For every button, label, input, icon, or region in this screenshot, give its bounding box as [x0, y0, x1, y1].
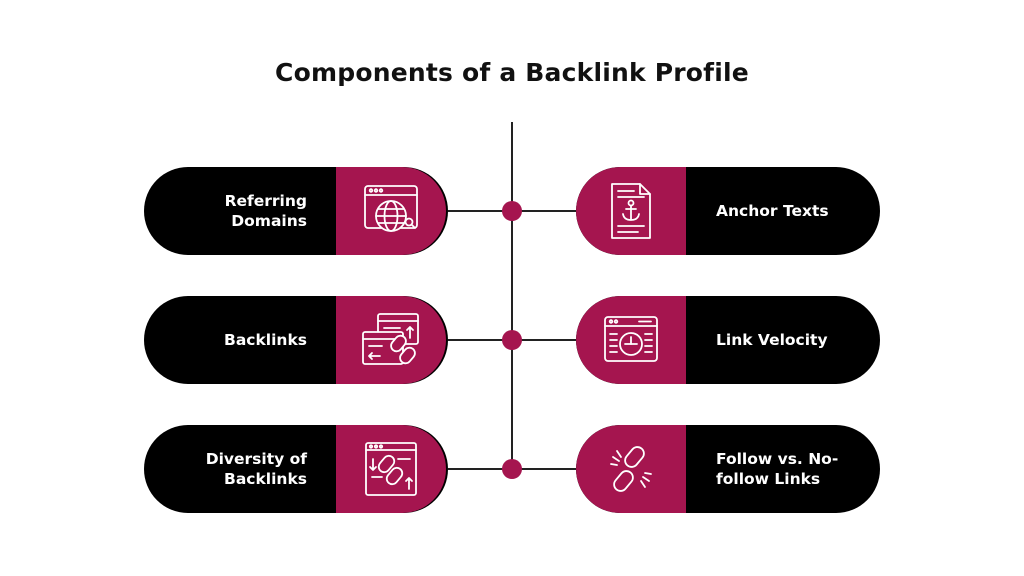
component-backlinks: Backlinks [144, 296, 448, 384]
component-follow-vs-nofollow-links: Follow vs. No-follow Links [576, 425, 880, 513]
icon-container [336, 167, 446, 255]
link-windows-icon [362, 313, 419, 365]
center-spine-line [511, 122, 513, 468]
component-label: Link Velocity [716, 331, 828, 349]
icon-container [336, 425, 446, 513]
icon-container [576, 425, 686, 513]
component-label: Follow vs. No-follow Links [716, 450, 839, 488]
connector-dot [502, 201, 522, 221]
speed-gauge-browser-icon [604, 316, 658, 362]
icon-container [576, 296, 686, 384]
component-label: Referring Domains [224, 192, 307, 230]
component-label: Diversity of Backlinks [205, 450, 307, 488]
globe-browser-icon [364, 185, 418, 232]
icon-container [576, 167, 686, 255]
component-diversity-of-backlinks: Diversity of Backlinks [144, 425, 448, 513]
broken-link-icon [610, 446, 652, 492]
component-anchor-texts: Anchor Texts [576, 167, 880, 255]
anchor-document-icon [611, 183, 651, 239]
icon-container [336, 296, 446, 384]
component-referring-domains: Referring Domains [144, 167, 448, 255]
connector-dot [502, 459, 522, 479]
diagram-title: Components of a Backlink Profile [275, 58, 749, 87]
component-label: Backlinks [224, 331, 307, 349]
chain-browser-icon [365, 442, 417, 496]
connector-dot [502, 330, 522, 350]
component-label: Anchor Texts [716, 202, 829, 220]
component-link-velocity: Link Velocity [576, 296, 880, 384]
